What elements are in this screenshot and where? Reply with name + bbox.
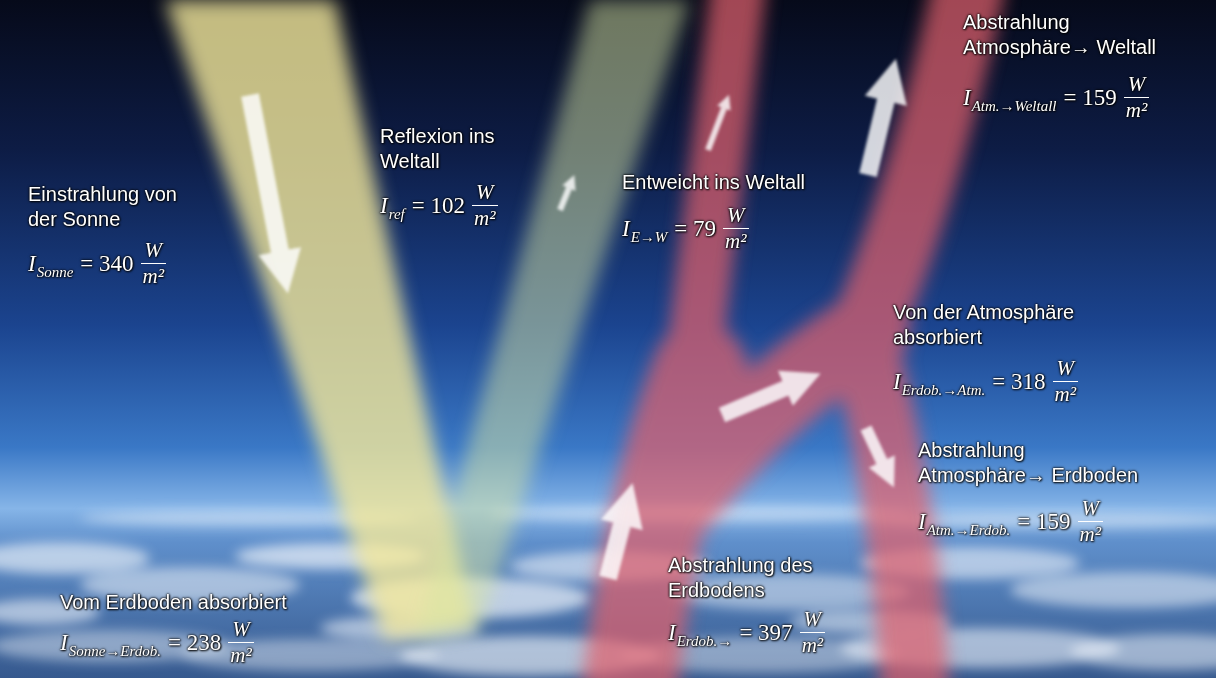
formula: Iref = 102 Wm² — [380, 182, 520, 229]
subscript: Sonne — [37, 264, 74, 281]
unit-fraction: Wm² — [800, 609, 826, 656]
value: = 397 — [739, 620, 792, 645]
label-group: Abstrahlung des ErdbodensIErdob.→ = 397 Wm… — [668, 553, 848, 656]
unit-numerator: W — [723, 205, 749, 229]
label-description: Vom Erdboden absorbiert — [60, 590, 287, 615]
intensity-symbol: I — [963, 85, 971, 110]
unit-numerator: W — [228, 619, 254, 643]
unit-fraction: Wm² — [228, 619, 254, 666]
subscript: ref — [389, 206, 405, 223]
subscript: E→W — [631, 229, 668, 246]
unit-denominator: m² — [1080, 522, 1101, 545]
formula: IE→W = 79 Wm² — [622, 205, 805, 252]
label-group: Abstrahlung Atmosphäre→ ErdbodenIAtm.→Er… — [918, 438, 1148, 545]
unit-numerator: W — [141, 240, 167, 264]
label-group: Einstrahlung von der SonneISonne = 340 Wm² — [28, 182, 198, 287]
value: = 238 — [168, 630, 221, 655]
cloud — [1070, 634, 1216, 670]
flow-arrows — [250, 95, 886, 578]
atmosphere-to-space-beam — [862, 0, 968, 340]
intensity-symbol-group: IAtm.→Erdob. — [918, 509, 1010, 534]
flow-arrow — [250, 95, 280, 252]
formula: IErdob.→Atm. = 318 Wm² — [893, 358, 1098, 405]
cloud — [0, 542, 150, 574]
label-description: Abstrahlung Atmosphäre→ Weltall — [963, 10, 1193, 60]
intensity-symbol-group: IE→W — [622, 216, 667, 241]
intensity-symbol: I — [918, 509, 926, 534]
escape-beam — [690, 0, 738, 390]
unit-denominator: m² — [474, 206, 495, 229]
formula: IErdob.→ = 397 Wm² — [668, 609, 848, 656]
subscript: Erdob.→Atm. — [902, 382, 986, 399]
unit-fraction: Wm² — [1124, 74, 1150, 121]
unit-numerator: W — [472, 182, 498, 206]
unit-numerator: W — [1053, 358, 1079, 382]
intensity-symbol-group: IErdob.→Atm. — [893, 369, 985, 394]
label-description: Entweicht ins Weltall — [622, 170, 805, 195]
intensity-symbol: I — [60, 630, 68, 655]
unit-denominator: m² — [143, 264, 164, 287]
value: = 340 — [80, 251, 133, 276]
value: = 318 — [992, 369, 1045, 394]
value: = 159 — [1017, 509, 1070, 534]
label-group: Entweicht ins WeltallIE→W = 79 Wm² — [622, 170, 805, 252]
incoming-solar-beam — [165, 0, 475, 640]
formula: ISonne→Erdob. = 238 Wm² — [60, 619, 287, 666]
label-description: Reflexion ins Weltall — [380, 124, 520, 174]
label-description: Abstrahlung Atmosphäre→ Erdboden — [918, 438, 1148, 488]
unit-fraction: Wm² — [1078, 498, 1104, 545]
subscript: Atm.→Weltall — [972, 98, 1057, 115]
label-group: Reflexion ins WeltallIref = 102 Wm² — [380, 124, 520, 229]
intensity-symbol-group: ISonne→Erdob. — [60, 630, 161, 655]
label-description: Abstrahlung des Erdbodens — [668, 553, 848, 603]
formula: ISonne = 340 Wm² — [28, 240, 198, 287]
subscript: Atm.→Erdob. — [927, 522, 1011, 539]
intensity-symbol: I — [622, 216, 630, 241]
cloud — [1010, 572, 1216, 608]
flow-arrow — [608, 524, 622, 578]
intensity-symbol: I — [668, 620, 676, 645]
intensity-symbol-group: Iref — [380, 193, 405, 218]
unit-fraction: Wm² — [723, 205, 749, 252]
value: = 159 — [1064, 85, 1117, 110]
intensity-symbol-group: IAtm.→Weltall — [963, 85, 1057, 110]
value: = 79 — [674, 216, 716, 241]
intensity-symbol: I — [893, 369, 901, 394]
unit-fraction: Wm² — [141, 240, 167, 287]
flow-arrow — [868, 100, 886, 175]
unit-numerator: W — [1078, 498, 1104, 522]
solar-beams — [165, 0, 690, 640]
unit-denominator: m² — [802, 633, 823, 656]
unit-numerator: W — [800, 609, 826, 633]
subscript: Sonne→Erdob. — [69, 643, 161, 660]
flow-arrow — [708, 108, 724, 150]
formula: IAtm.→Weltall = 159 Wm² — [963, 74, 1193, 121]
intensity-symbol-group: ISonne — [28, 251, 73, 276]
intensity-symbol: I — [28, 251, 36, 276]
unit-numerator: W — [1124, 74, 1150, 98]
label-group: Abstrahlung Atmosphäre→ WeltallIAtm.→Wel… — [963, 10, 1193, 121]
subscript: Erdob.→ — [677, 633, 733, 650]
label-description: Von der Atmosphäre absorbiert — [893, 300, 1098, 350]
unit-fraction: Wm² — [472, 182, 498, 229]
unit-denominator: m² — [1055, 382, 1076, 405]
flow-arrow — [560, 188, 569, 210]
label-group: Von der Atmosphäre absorbiertIErdob.→Atm… — [893, 300, 1098, 405]
unit-fraction: Wm² — [1053, 358, 1079, 405]
flow-arrow — [722, 388, 786, 415]
formula: IAtm.→Erdob. = 159 Wm² — [918, 498, 1148, 545]
label-description: Einstrahlung von der Sonne — [28, 182, 198, 232]
unit-denominator: m² — [230, 643, 251, 666]
value: = 102 — [412, 193, 465, 218]
flow-arrow — [866, 428, 882, 462]
intensity-symbol-group: IErdob.→ — [668, 620, 732, 645]
label-group: Vom Erdboden absorbiertISonne→Erdob. = 23… — [60, 590, 287, 666]
unit-denominator: m² — [1126, 98, 1147, 121]
unit-denominator: m² — [725, 229, 746, 252]
intensity-symbol: I — [380, 193, 388, 218]
